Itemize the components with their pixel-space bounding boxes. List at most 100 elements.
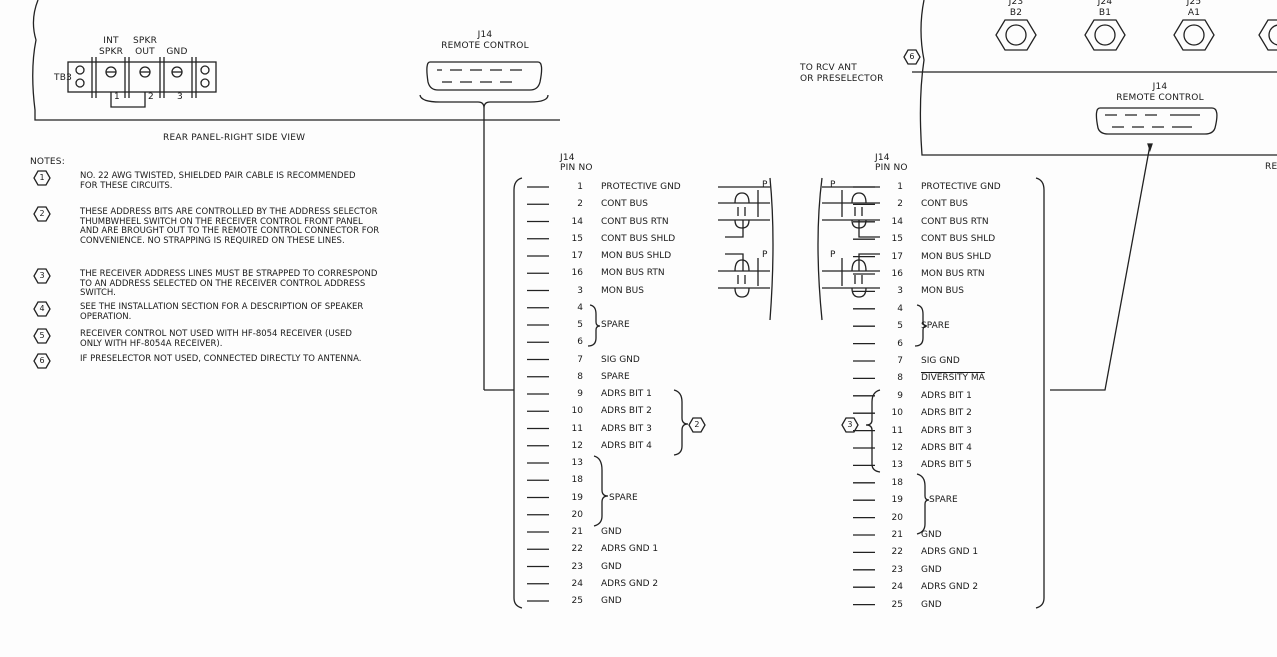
- note-6-hex-marker: [903, 49, 921, 65]
- pin-signal-label: CONT BUS: [921, 199, 968, 210]
- left-pin-bracket: [513, 177, 523, 609]
- pin-number: 20: [891, 512, 903, 523]
- pin-number: 15: [571, 233, 583, 244]
- pin-number: 3: [897, 286, 903, 297]
- left-pin-header-2: PIN NO: [560, 163, 593, 173]
- notes-heading: NOTES:: [30, 157, 65, 167]
- j14-right-caption: REMOTE CONTROL: [1116, 93, 1204, 103]
- pin-number: 10: [891, 408, 903, 419]
- pin-number: 18: [891, 477, 903, 488]
- pin-number: 8: [577, 371, 583, 382]
- pin-number: 12: [891, 443, 903, 453]
- j25-label: J25: [1186, 0, 1202, 7]
- pin-number: 20: [571, 509, 583, 520]
- pin-number: 18: [571, 475, 583, 486]
- pin-number: 16: [571, 268, 583, 279]
- pin-signal-label: MON BUS: [921, 286, 964, 297]
- right-panel-outline: [912, 0, 1277, 391]
- terminal-number-3: 3: [177, 92, 183, 102]
- pin-number: 22: [891, 547, 903, 558]
- pin-number: 7: [897, 356, 903, 366]
- note-text: THESE ADDRESS BITS ARE CONTROLLED BY THE…: [80, 207, 380, 246]
- right-spare-bracket-2: [916, 473, 930, 535]
- pin-signal-label: ADRS BIT 5: [921, 460, 972, 471]
- antenna-label-1: TO RCV ANT: [800, 63, 857, 73]
- note-number: 5: [39, 331, 45, 340]
- pin-number: 11: [571, 423, 583, 434]
- right-pin-header-1: J14: [875, 153, 890, 163]
- shielded-pair-cables: [718, 177, 880, 321]
- pin-number: 5: [897, 321, 903, 332]
- shield-label: P: [830, 180, 836, 190]
- j24-label: J24: [1097, 0, 1113, 7]
- j14-right-label: J14: [1152, 82, 1168, 92]
- pin-number: 15: [891, 234, 903, 245]
- terminal-3-label: GND: [166, 47, 188, 57]
- pin-signal-label: MON BUS SHLD: [601, 251, 672, 261]
- pin-number: 12: [571, 440, 583, 451]
- pin-signal-label: ADRS BIT 2: [921, 408, 972, 419]
- pin-signal-label: GND: [921, 530, 942, 540]
- pin-number: 17: [891, 251, 903, 262]
- note-3-hex-marker: [841, 417, 859, 433]
- pin-number: 2: [577, 199, 583, 210]
- pin-signal-label: GND: [601, 596, 622, 606]
- pin-signal-label: SPARE: [601, 320, 630, 330]
- pin-signal-label: PROTECTIVE GND: [921, 182, 1001, 192]
- right-pin-header-2: PIN NO: [875, 163, 908, 173]
- pin-number: 25: [891, 599, 903, 610]
- j24-sub: B1: [1098, 8, 1112, 18]
- pin-number: 5: [577, 320, 583, 330]
- right-spare-bracket-1: [914, 304, 928, 347]
- j14-left-label: J14: [477, 30, 493, 40]
- antenna-label-2: OR PRESELECTOR: [800, 74, 884, 84]
- note-hex-marker: [33, 301, 51, 317]
- pin-number: 23: [571, 561, 583, 572]
- pin-number: 14: [571, 216, 583, 227]
- note-hex-markers: [33, 170, 51, 369]
- note-number: 4: [39, 304, 45, 313]
- terminal-2-label-bottom: OUT: [135, 47, 155, 57]
- left-pin-header-1: J14: [560, 153, 575, 163]
- pin-signal-label: MON BUS: [601, 285, 644, 296]
- pin-number: 7: [577, 354, 583, 365]
- rear-panel-caption: REAR PANEL-RIGHT SIDE VIEW: [163, 133, 306, 143]
- pin-signal-label: ADRS BIT 1: [601, 389, 652, 399]
- note-2-hex-marker: [688, 417, 706, 433]
- note-hex-marker: [33, 328, 51, 344]
- pin-number: 3: [577, 285, 583, 296]
- note-hex-marker: [33, 206, 51, 222]
- pin-signal-label: DIVERSITY MA: [921, 373, 985, 384]
- pin-number: 25: [571, 596, 583, 606]
- pin-dashes: [527, 186, 875, 606]
- pin-number: 22: [571, 544, 583, 555]
- pin-number: 13: [571, 458, 583, 468]
- pin-signal-label: ADRS GND 2: [921, 582, 979, 593]
- pin-signal-label: ADRS BIT 3: [921, 425, 972, 436]
- note-text: NO. 22 AWG TWISTED, SHIELDED PAIR CABLE …: [80, 171, 356, 191]
- bnc-connectors: [995, 19, 1277, 51]
- pin-signal-label: GND: [921, 599, 942, 610]
- pin-signal-label: CONT BUS RTN: [601, 216, 669, 227]
- pin-number: 11: [891, 425, 903, 436]
- pin-number: 8: [897, 373, 903, 384]
- pin-signal-label: GND: [601, 527, 622, 537]
- shield-label: P: [762, 250, 768, 260]
- note-hex-marker: [33, 170, 51, 186]
- pin-signal-label: CONT BUS SHLD: [921, 234, 996, 245]
- j14-connector-left: [419, 61, 549, 391]
- terminal-1-label-top: INT: [103, 36, 119, 46]
- pin-number: 9: [897, 390, 903, 401]
- pin-signal-label: CONT BUS: [601, 199, 648, 210]
- note-hex-marker: [33, 268, 51, 284]
- pin-number: 9: [577, 389, 583, 399]
- pin-number: 24: [891, 582, 903, 593]
- terminal-1-label-bottom: SPKR: [98, 47, 124, 57]
- pin-signal-label: GND: [921, 564, 942, 575]
- shield-label: P: [762, 180, 768, 190]
- pin-number: 10: [571, 406, 583, 417]
- pin-signal-label: ADRS BIT 3: [601, 423, 652, 434]
- pin-number: 6: [577, 337, 583, 348]
- pin-number: 1: [897, 182, 903, 192]
